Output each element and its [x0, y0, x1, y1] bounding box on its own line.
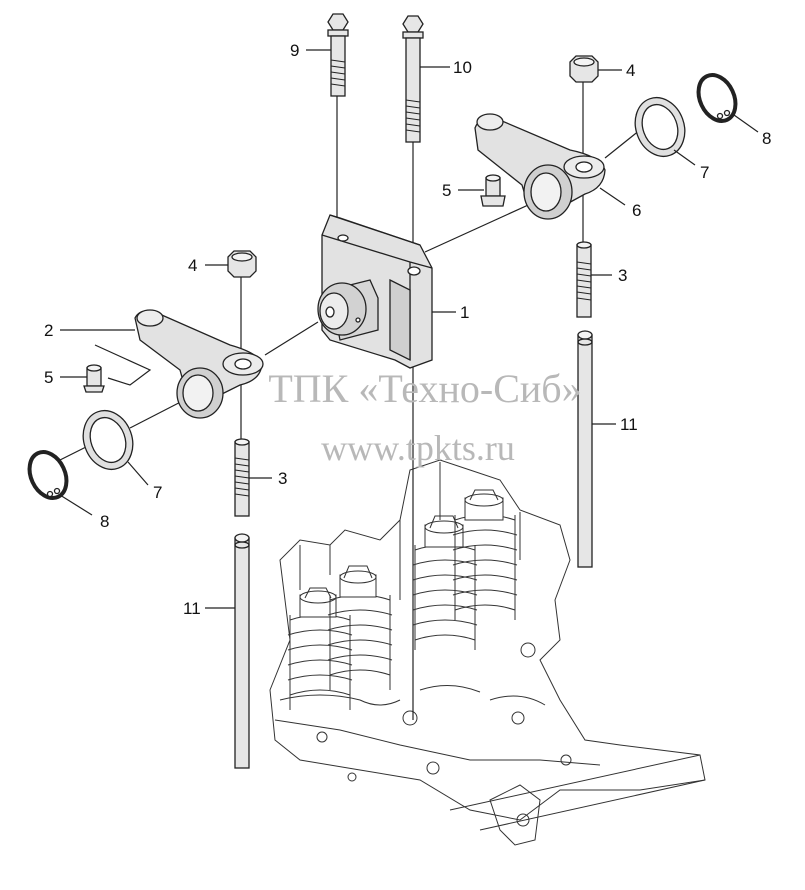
callout-7-lower: 7 [153, 483, 162, 502]
nut-4-lower [227, 250, 257, 278]
cylinder-head-outline [269, 459, 706, 846]
push-rod-11-right [577, 330, 593, 568]
callout-3-upper: 3 [618, 266, 627, 285]
stud-3-lower [234, 438, 250, 517]
rocker-arm-6 [474, 113, 606, 220]
callout-7-upper: 7 [700, 163, 709, 182]
callout-1: 1 [460, 303, 469, 322]
rocker-arm-2 [134, 309, 264, 419]
callout-4-upper: 4 [626, 61, 635, 80]
adjusting-screw-5-lower [83, 364, 105, 393]
retaining-ring-8-upper [696, 73, 738, 123]
callout-8-upper: 8 [762, 129, 771, 148]
bolt-9 [327, 13, 349, 97]
valve-spring-stack-3 [412, 515, 478, 650]
leader-lines [59, 49, 759, 609]
push-rod-11-left [234, 533, 250, 769]
watermark-company: ТПК «Техно-Сиб» [268, 366, 581, 411]
washer-7-lower [82, 409, 134, 471]
watermark-website: www.tpkts.ru [321, 428, 515, 468]
callout-6: 6 [632, 201, 641, 220]
valve-spring-stack-4 [452, 489, 518, 620]
adjusting-screw-5-upper [480, 174, 506, 207]
callout-8-lower: 8 [100, 512, 109, 531]
nut-4-upper [569, 55, 599, 83]
callout-5-lower: 5 [44, 368, 53, 387]
washer-7-upper [634, 96, 686, 158]
callout-11-left: 11 [183, 599, 201, 618]
callout-10: 10 [453, 58, 472, 77]
callout-9: 9 [290, 41, 299, 60]
valve-spring-stack-1 [287, 587, 353, 710]
callout-11-right: 11 [620, 415, 638, 434]
callout-5-upper: 5 [442, 181, 451, 200]
callout-2: 2 [44, 321, 53, 340]
callout-3-lower: 3 [278, 469, 287, 488]
callout-4-lower: 4 [188, 256, 197, 275]
retaining-ring-8-lower [27, 450, 69, 500]
valve-spring-stack-2 [327, 565, 393, 690]
rocker-bracket-1 [317, 214, 433, 369]
stud-3-upper [576, 241, 592, 318]
bolt-10 [402, 15, 424, 143]
